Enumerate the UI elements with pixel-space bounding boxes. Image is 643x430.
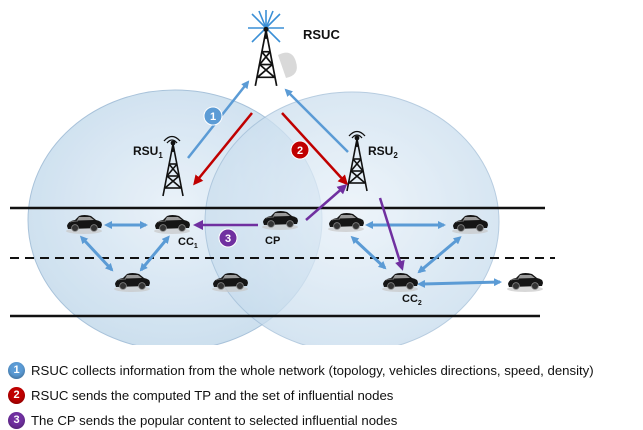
legend-item-3: 3 The CP sends the popular content to se… <box>8 410 397 430</box>
network-diagram: RSUC RSU1 RSU2 1 2 3 <box>10 10 555 345</box>
step-2-legend-badge: 2 <box>8 386 25 404</box>
step-2-badge: 2 <box>290 140 310 160</box>
step-3-legend-badge: 3 <box>8 411 25 429</box>
legend-text-2: RSUC sends the computed TP and the set o… <box>31 387 394 403</box>
cp-to-rsu2-arrow <box>305 184 348 221</box>
v2v-link-arrow <box>79 235 114 272</box>
svg-text:3: 3 <box>225 233 231 245</box>
legend-text-1: RSUC collects information from the whole… <box>31 362 594 378</box>
rsu1-label: RSU1 <box>133 144 163 160</box>
legend-text-3: The CP sends the popular content to sele… <box>31 412 398 428</box>
cc1-label: CC1 <box>178 236 198 250</box>
rsuc-to-rsu1-arrow <box>193 112 253 186</box>
v2v-link-arrow <box>139 235 170 272</box>
svg-text:1: 1 <box>210 111 216 123</box>
rsu2-label: RSU2 <box>368 144 398 160</box>
step-1-badge: 1 <box>203 106 223 126</box>
step-3-badge: 3 <box>218 228 238 248</box>
svg-text:2: 2 <box>297 145 303 157</box>
cc2-label: CC2 <box>402 293 422 307</box>
rsuc-to-rsu2-arrow <box>281 112 349 186</box>
rsu2-to-rsuc-arrow <box>284 88 349 153</box>
v2v-link-arrow <box>417 236 462 274</box>
rsu2-to-cc2-arrow <box>378 197 405 271</box>
rsu1-tower-icon <box>162 135 184 197</box>
rsuc-tower-icon <box>248 10 297 87</box>
legend-item-2: 2 RSUC sends the computed TP and the set… <box>8 385 393 405</box>
legend-item-1: 1 RSUC collects information from the who… <box>8 360 594 380</box>
v2v-link-arrow <box>350 235 387 270</box>
v2v-link-arrow <box>417 278 502 288</box>
cp-label: CP <box>265 235 280 247</box>
rsu2-tower-icon <box>346 130 368 192</box>
step-1-legend-badge: 1 <box>8 361 25 379</box>
rsuc-label: RSUC <box>303 27 340 42</box>
vehicle-icon <box>506 272 544 292</box>
